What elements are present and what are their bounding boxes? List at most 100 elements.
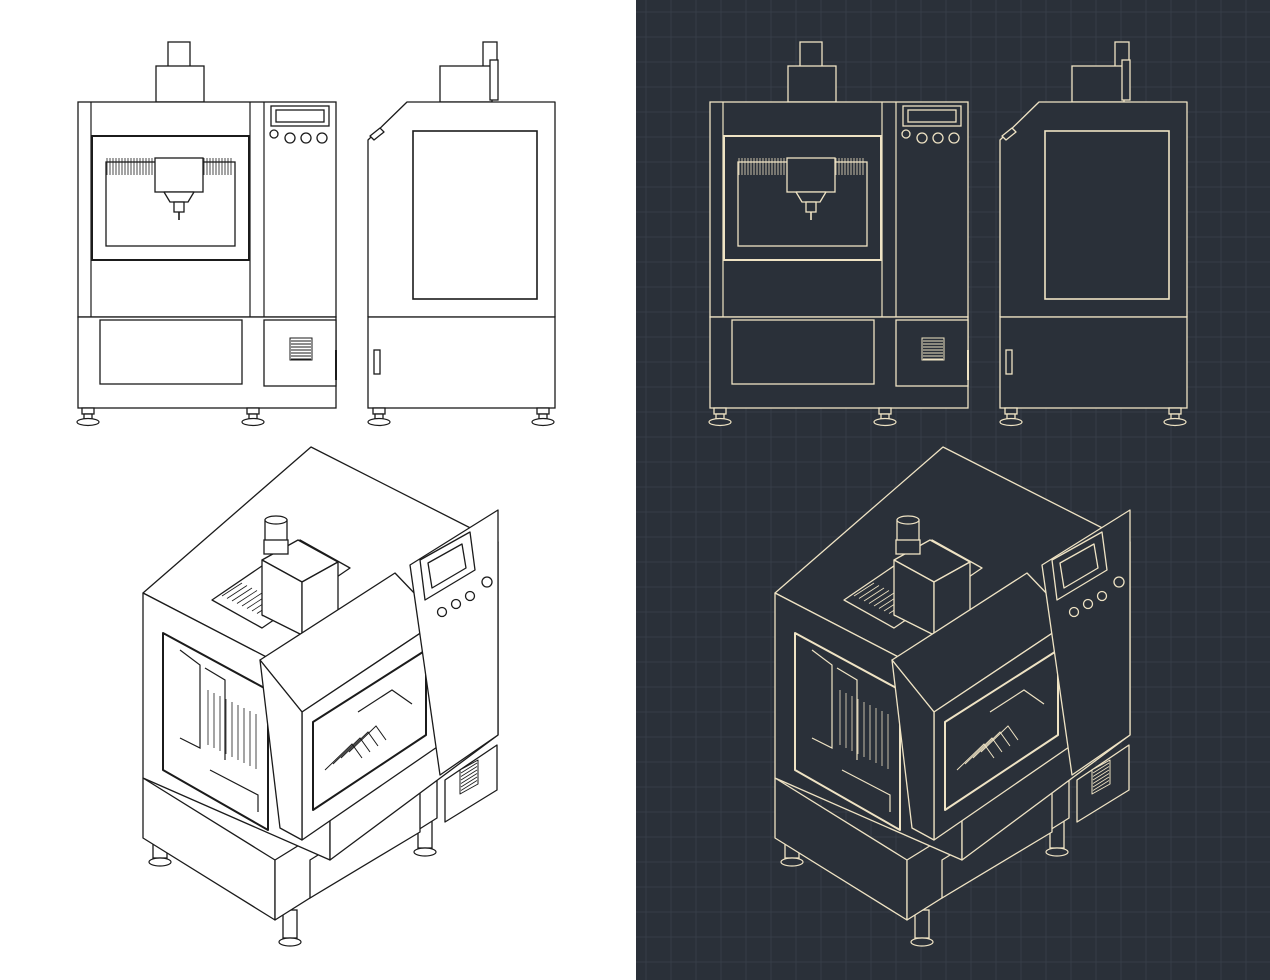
tool-holder — [173, 201, 185, 213]
leveling-foot-icon — [713, 407, 727, 415]
bellows-fin — [868, 590, 890, 604]
control-knob-icon — [932, 132, 944, 144]
iso-left-window — [794, 632, 901, 831]
control-knob-icon — [316, 132, 328, 144]
control-knob-icon — [450, 598, 462, 610]
spindle-housing — [1071, 65, 1125, 103]
bellows-fin — [236, 590, 258, 604]
side-window-glass — [412, 130, 538, 300]
bellows-fin — [231, 587, 253, 602]
spindle-housing — [439, 65, 493, 103]
leveling-foot-icon — [780, 857, 804, 867]
gantry-column — [811, 649, 833, 749]
display-screen — [1059, 543, 1099, 589]
leveling-foot-icon — [372, 407, 386, 415]
control-knob-icon — [948, 132, 960, 144]
spindle-chuck — [163, 191, 195, 203]
control-knob-icon — [1096, 590, 1108, 602]
vent-slot — [460, 773, 478, 784]
vent-slot — [1092, 762, 1110, 774]
control-knob-icon — [300, 132, 312, 144]
machine-rail — [340, 731, 379, 759]
iso-left-internals — [811, 649, 891, 812]
control-knob-icon — [1113, 576, 1125, 588]
gantry-bellows — [738, 158, 864, 175]
control-knob-icon — [1082, 598, 1094, 610]
leveling-foot-pad — [999, 417, 1023, 427]
gantry-bellows — [106, 158, 232, 175]
vent-slot — [1092, 769, 1110, 781]
door-handle-icon — [373, 349, 381, 375]
spindle-housing — [787, 65, 837, 103]
leveling-foot-pad — [708, 417, 732, 427]
side-hinge — [369, 127, 385, 141]
front-view — [76, 41, 337, 427]
machine-rail — [964, 737, 1003, 765]
iso-door-internals — [956, 689, 1045, 771]
vent-frame — [289, 337, 313, 361]
vent-slot — [1092, 766, 1110, 777]
leveling-foot-icon — [878, 407, 892, 415]
leveling-foot-pad — [873, 417, 897, 427]
iso-door-internals — [324, 689, 413, 771]
iso-hood-side — [891, 659, 935, 841]
side-view — [367, 41, 556, 427]
side-hinge — [1001, 127, 1017, 141]
spindle-motor-icon — [167, 41, 191, 69]
bellows-fin — [226, 585, 248, 599]
leveling-foot-icon — [278, 937, 302, 947]
leveling-foot-icon — [1004, 407, 1018, 415]
vent-slot — [1092, 773, 1110, 784]
isometric-view — [774, 446, 1131, 947]
leveling-foot-icon — [81, 407, 95, 415]
bellows-fin — [853, 582, 875, 597]
isometric-view — [142, 446, 499, 947]
leveling-foot-pad — [367, 417, 391, 427]
leveling-foot-pad — [241, 417, 265, 427]
machine-rail — [956, 743, 995, 771]
leveling-foot-icon — [148, 857, 172, 867]
vent-slot — [460, 776, 478, 788]
gantry-column — [179, 649, 201, 749]
spindle-motor-icon — [799, 41, 823, 69]
spindle-head — [154, 157, 204, 193]
leveling-foot-icon — [246, 407, 260, 415]
machine-table — [357, 689, 413, 713]
iso-door-window — [312, 649, 427, 811]
side-view — [999, 41, 1188, 427]
vent-grille-icon — [1091, 759, 1111, 795]
iso-hood-side — [259, 659, 303, 841]
vent-slot — [460, 766, 478, 777]
machine-table — [209, 769, 259, 812]
gantry-column — [204, 667, 226, 760]
machine-rail — [980, 725, 1019, 753]
side-window-glass — [1044, 130, 1170, 300]
vent-frame — [921, 337, 945, 361]
motor-coupling — [263, 539, 289, 555]
vent-grille-icon — [459, 759, 479, 795]
leveling-foot-pad — [531, 417, 555, 427]
vent-slot — [460, 780, 478, 791]
dark-drawing — [636, 0, 1270, 980]
vent-slot — [460, 762, 478, 774]
motor-coupling — [895, 539, 921, 555]
iso-left-internals — [179, 649, 259, 812]
control-knob-icon — [1068, 606, 1080, 618]
machine-rail — [332, 737, 371, 765]
spindle-housing — [155, 65, 205, 103]
dark-blueprint-panel — [636, 0, 1270, 980]
vent-slot — [1092, 780, 1110, 791]
vent-grille-icon — [289, 337, 313, 361]
control-knob-icon — [284, 132, 296, 144]
motor-cap — [264, 515, 288, 525]
machine-rail — [972, 731, 1011, 759]
front-view — [708, 41, 969, 427]
leveling-foot-icon — [536, 407, 550, 415]
control-knob-icon — [436, 606, 448, 618]
spindle-head — [786, 157, 836, 193]
bellows-fin — [241, 592, 263, 607]
control-knob-icon — [481, 576, 493, 588]
control-knob-icon — [464, 590, 476, 602]
machine-table — [841, 769, 891, 812]
